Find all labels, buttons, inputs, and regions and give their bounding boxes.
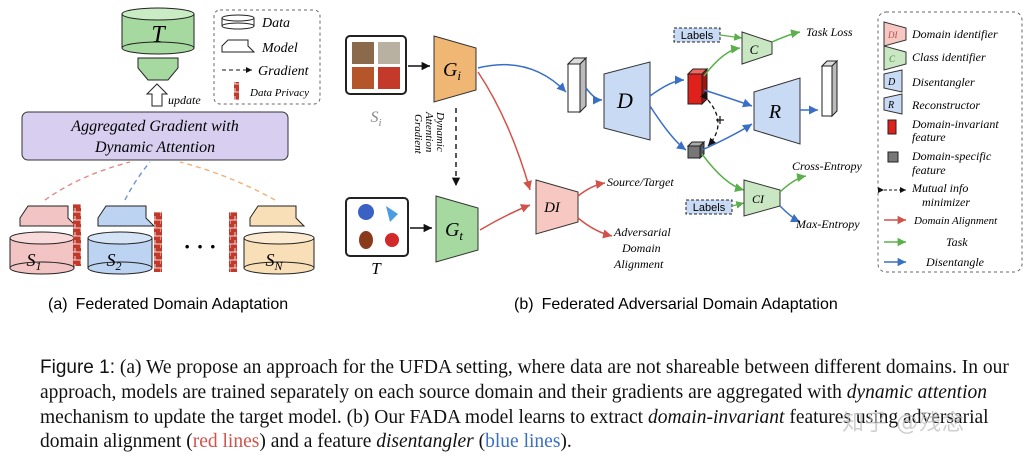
svg-text:Alignment: Alignment	[613, 257, 664, 271]
svg-text:Source/Target: Source/Target	[607, 175, 674, 189]
svg-text:S2: S2	[107, 250, 122, 273]
caption-text-5: (	[473, 431, 486, 453]
svg-text:Gt: Gt	[445, 219, 463, 243]
watermark: 知乎 @残念	[842, 411, 965, 436]
caption-text-1: (a) We propose an approach for the UFDA …	[40, 357, 1009, 403]
svg-text:R: R	[768, 101, 781, 123]
update-label: update	[168, 93, 201, 107]
svg-text:Class identifier: Class identifier	[912, 50, 986, 64]
caption-b: (b)Federated Adversarial Domain Adaptati…	[514, 296, 838, 313]
si-label: Si	[370, 109, 381, 129]
figure-caption: Figure 1: (a) We propose an approach for…	[40, 356, 1030, 455]
svg-text:Domain identifier: Domain identifier	[911, 27, 998, 41]
svg-text:Domain-specific: Domain-specific	[911, 149, 992, 163]
svg-text:D: D	[616, 88, 633, 113]
svg-text:Disentangle: Disentangle	[925, 255, 985, 269]
svg-text:Gradient: Gradient	[258, 64, 310, 79]
caption-emph-dynamic-attention: dynamic attention	[846, 381, 988, 403]
svg-text:C: C	[750, 42, 759, 57]
svg-text:Domain: Domain	[621, 241, 661, 255]
privacy-wall-2	[154, 212, 162, 272]
svg-text:Reconstructor: Reconstructor	[911, 98, 980, 112]
svg-text:feature: feature	[912, 130, 946, 144]
source-image-grid	[345, 35, 407, 95]
svg-text:Data: Data	[261, 16, 290, 31]
svg-text:Gi: Gi	[443, 59, 461, 83]
svg-text:Labels: Labels	[681, 30, 714, 42]
gi-generator	[433, 35, 477, 103]
svg-text:Attention: Attention	[423, 111, 435, 153]
target-label: T	[151, 22, 166, 48]
t-label: T	[371, 259, 382, 278]
update-arrow	[145, 83, 169, 107]
legend-a: Data Model Gradient Data Privacy	[213, 9, 321, 105]
reconstructor-r	[753, 77, 801, 145]
svg-text:D: D	[887, 77, 896, 88]
svg-text:Model: Model	[261, 41, 298, 56]
aggregated-gradient-box	[21, 111, 289, 161]
feature-vector	[566, 56, 588, 114]
gt-generator	[435, 195, 479, 263]
panel-b: Si T Gi Gt Dynamic Attention Gradient	[345, 25, 862, 313]
target-model-shape	[137, 57, 179, 81]
svg-text:CI: CI	[752, 192, 765, 206]
svg-text:Task: Task	[946, 235, 968, 249]
svg-text:Data Privacy: Data Privacy	[249, 87, 309, 99]
reconstructed-vector	[820, 59, 839, 118]
caption-text-6: ).	[560, 431, 572, 453]
privacy-wall-1	[73, 204, 81, 266]
legend-b: DI Domain identifier C Class identifier …	[877, 11, 1023, 273]
svg-text:Mutual info: Mutual info	[911, 181, 968, 195]
svg-text:S1: S1	[27, 250, 42, 273]
caption-text-3: features using adversarial domain alignm…	[40, 406, 989, 453]
svg-text:DI: DI	[543, 200, 561, 216]
labels-tag-bottom	[685, 199, 733, 215]
svg-text:feature: feature	[912, 163, 946, 177]
caption-emph-disentangler: disentangler	[376, 431, 474, 453]
svg-text:Cross-Entropy: Cross-Entropy	[792, 159, 862, 173]
caption-text-2: mechanism to update the target model. (b…	[40, 406, 648, 428]
domain-specific-feature	[686, 140, 706, 160]
caption-emph-domain-invariant: domain-invariant	[647, 406, 785, 428]
panel-a: T update Aggregated Gradient with Dynami…	[9, 7, 321, 313]
svg-text:Task Loss: Task Loss	[806, 25, 853, 39]
class-identifier-c	[741, 31, 773, 65]
svg-text:Disentangler: Disentangler	[911, 75, 975, 89]
source-n: SN	[243, 205, 315, 275]
svg-text:Gradient: Gradient	[412, 114, 424, 155]
svg-text:Labels: Labels	[693, 202, 726, 214]
gradient-lines	[44, 161, 276, 201]
source-2: S2	[87, 205, 156, 275]
caption-a: (a)Federated Domain Adaptation	[48, 296, 288, 313]
svg-text:minimizer: minimizer	[922, 195, 970, 209]
svg-text:C: C	[889, 54, 896, 64]
caption-label: Figure 1:	[40, 357, 115, 378]
ellipsis: · · ·	[183, 234, 216, 259]
svg-text:Domain-invariant: Domain-invariant	[911, 117, 999, 131]
aggregated-line2: Dynamic Attention	[94, 139, 215, 156]
dynamic-attention-label: Dynamic Attention Gradient	[412, 111, 446, 155]
caption-red-lines: red lines	[192, 431, 260, 453]
svg-text:Max-Entropy: Max-Entropy	[795, 217, 860, 231]
target-data-cylinder: T	[121, 7, 195, 55]
domain-invariant-feature	[686, 67, 709, 106]
aggregated-line1: Aggregated Gradient with	[70, 118, 238, 135]
svg-text:SN: SN	[265, 250, 283, 273]
disentangler-d	[603, 61, 651, 141]
figure-diagram: T update Aggregated Gradient with Dynami…	[9, 7, 1023, 313]
privacy-wall-3	[229, 212, 237, 272]
target-image-grid	[345, 197, 409, 257]
domain-identifier-di	[535, 179, 579, 235]
svg-text:R: R	[887, 100, 894, 111]
svg-text:Domain Alignment: Domain Alignment	[913, 215, 998, 227]
caption-text-4: ) and a feature	[259, 431, 377, 453]
svg-text:Dynamic: Dynamic	[434, 111, 446, 152]
source-1: S1	[9, 205, 78, 275]
svg-text:DI: DI	[887, 30, 898, 40]
caption-blue-lines: blue lines	[485, 431, 561, 453]
svg-text:Adversarial: Adversarial	[613, 225, 671, 239]
